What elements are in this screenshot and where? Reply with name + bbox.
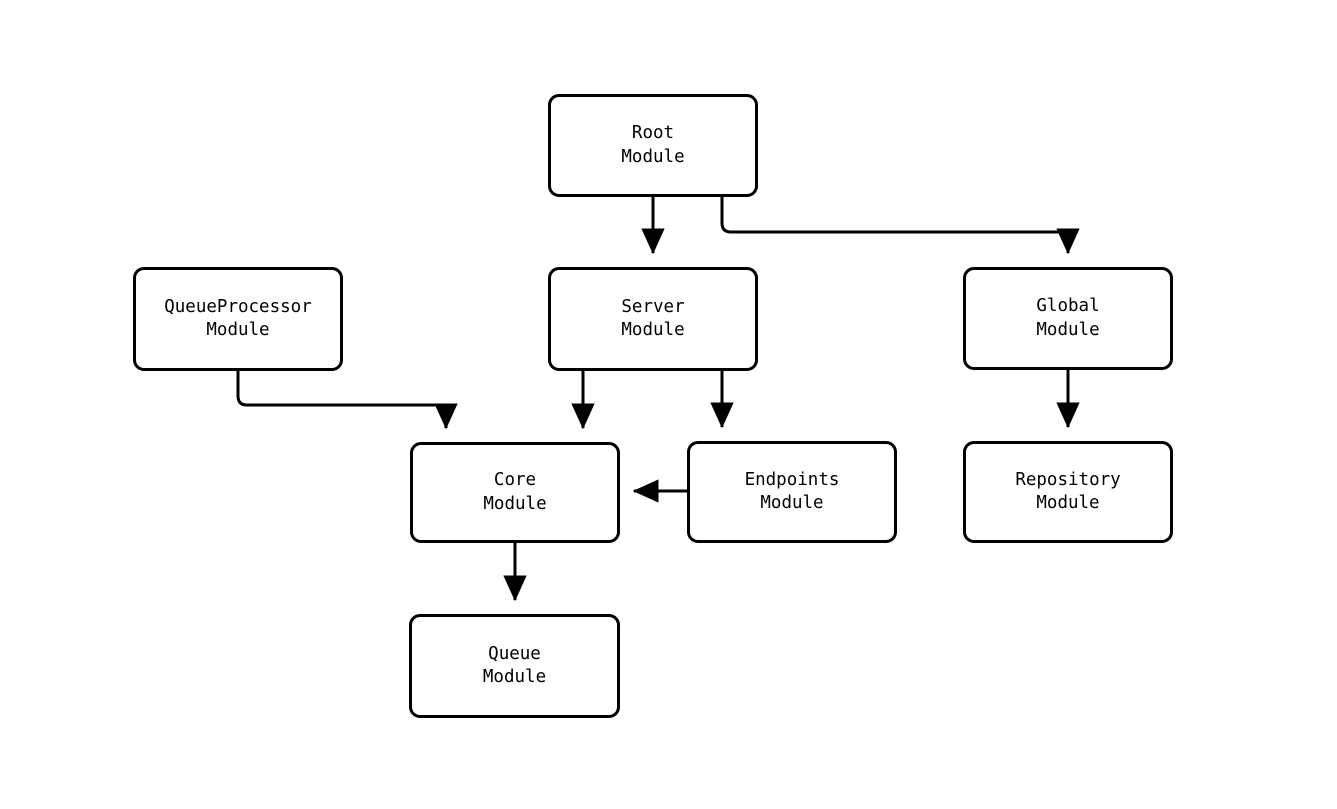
node-server-module[interactable]: Server Module bbox=[548, 267, 758, 371]
node-server-module-label: Server Module bbox=[621, 296, 685, 340]
edge-queueprocessor-to-core bbox=[236, 371, 458, 430]
node-queue-module-label: Queue Module bbox=[482, 643, 547, 687]
node-queue-module[interactable]: Queue Module bbox=[409, 614, 620, 718]
node-root-module[interactable]: Root Module bbox=[548, 94, 758, 197]
node-repository-module[interactable]: Repository Module bbox=[963, 441, 1173, 543]
node-queueprocessor-module[interactable]: QueueProcessor Module bbox=[133, 267, 343, 371]
node-root-module-label: Root Module bbox=[621, 123, 685, 167]
node-global-module[interactable]: Global Module bbox=[963, 267, 1173, 370]
node-endpoints-module-label: Endpoints Module bbox=[744, 469, 840, 513]
edge-root-to-global bbox=[720, 197, 1080, 255]
node-core-module-label: Core Module bbox=[483, 470, 547, 514]
node-core-module[interactable]: Core Module bbox=[410, 442, 620, 543]
node-global-module-label: Global Module bbox=[1036, 296, 1100, 340]
node-repository-module-label: Repository Module bbox=[1015, 469, 1121, 513]
node-queueprocessor-module-label: QueueProcessor Module bbox=[164, 296, 312, 340]
node-endpoints-module[interactable]: Endpoints Module bbox=[687, 441, 897, 543]
